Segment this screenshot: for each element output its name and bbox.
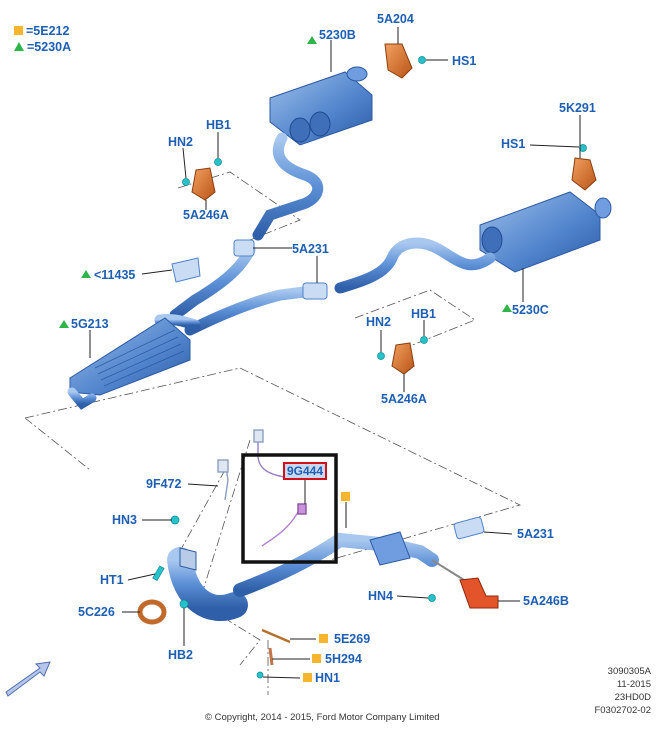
heat-shield-11435 — [171, 257, 201, 283]
clamp-5a231-bottom — [453, 516, 485, 540]
label-11435: <11435 — [94, 268, 136, 282]
label-hs1-top: HS1 — [452, 54, 477, 68]
marker-hn1 — [303, 673, 312, 682]
label-5a246a-top: 5A246A — [183, 208, 229, 222]
label-hs1-right: HS1 — [501, 137, 526, 151]
rear-muffler-right — [334, 191, 612, 294]
label-9f472: 9F472 — [146, 477, 182, 491]
outline-hanger-mid — [354, 289, 476, 351]
bracket-5k291 — [571, 157, 597, 191]
label-5a231-bottom: 5A231 — [517, 527, 554, 541]
label-hb1-mid: HB1 — [411, 307, 437, 321]
arrow-icon — [5, 661, 51, 697]
label-hn4: HN4 — [368, 589, 394, 603]
front-pipe-catalyst — [167, 516, 485, 621]
insulator-5a246a-mid — [391, 342, 415, 375]
rear-muffler-left — [252, 66, 373, 241]
copyright: © Copyright, 2014 - 2015, Ford Motor Com… — [205, 712, 440, 723]
clamp-5a231-mid — [302, 282, 328, 300]
label-5c226: 5C226 — [78, 605, 115, 619]
marker-5230c — [502, 304, 512, 312]
outline-sensor-line — [199, 439, 251, 601]
outline-front-pipe — [24, 367, 522, 561]
label-ht1: HT1 — [100, 573, 124, 587]
label-5a231-top: 5A231 — [292, 242, 329, 256]
label-hn3: HN3 — [112, 513, 138, 527]
label-hb2: HB2 — [168, 648, 194, 662]
outline-front-pipe-left — [24, 417, 91, 471]
legend-square: =5E212 — [14, 24, 69, 38]
label-5a204: 5A204 — [377, 12, 414, 26]
label-5k291: 5K291 — [559, 101, 596, 115]
label-hn2-top: HN2 — [168, 135, 194, 149]
label-5g213: 5G213 — [71, 317, 109, 331]
label-5a246b: 5A246B — [523, 594, 569, 608]
insulator-5a246a-top — [191, 167, 216, 201]
dash-outlines — [24, 171, 522, 695]
bracket-5a204 — [384, 43, 413, 79]
marker-5h294 — [312, 654, 321, 663]
leaders — [89, 27, 581, 679]
label-hn1: HN1 — [315, 671, 341, 685]
reference-line-4: F0302702-02 — [594, 705, 651, 716]
gasket-5c226 — [137, 599, 167, 625]
clamp-5a231-top — [233, 239, 255, 257]
label-hb1-top: HB1 — [206, 118, 232, 132]
reference-line-1: 3090305A — [607, 666, 651, 677]
fasteners — [152, 56, 587, 679]
outline-hanger-a — [177, 171, 301, 241]
square-marker-icon — [14, 26, 23, 35]
marker-5g213 — [59, 320, 69, 328]
reference-line-2: 11-2015 — [616, 679, 651, 690]
reference-block: 3090305A 11-2015 23HD0D F0302702-02 — [594, 665, 651, 717]
marker-5e269 — [319, 634, 328, 643]
markers — [59, 36, 512, 682]
label-5230b: 5230B — [319, 28, 356, 42]
highlight-frame — [241, 453, 338, 564]
label-5230c: 5230C — [512, 303, 549, 317]
label-9g444-highlight: 9G444 — [283, 462, 327, 480]
outline-9f472-line — [174, 469, 226, 561]
reference-line-3: 23HD0D — [614, 692, 651, 703]
hangers — [137, 43, 597, 625]
triangle-marker-icon — [14, 42, 24, 51]
resonator-5g213 — [67, 317, 191, 410]
marker-5230b — [307, 36, 317, 44]
insulator-5a246b — [459, 577, 499, 609]
marker-5e212 — [341, 492, 350, 501]
label-5e269: 5E269 — [334, 632, 371, 646]
label-5h294: 5H294 — [325, 652, 362, 666]
label-hn2-mid: HN2 — [366, 315, 392, 329]
legend-triangle: =5230A — [14, 40, 71, 54]
label-5a246a-mid: 5A246A — [381, 392, 427, 406]
marker-11435 — [81, 270, 91, 278]
